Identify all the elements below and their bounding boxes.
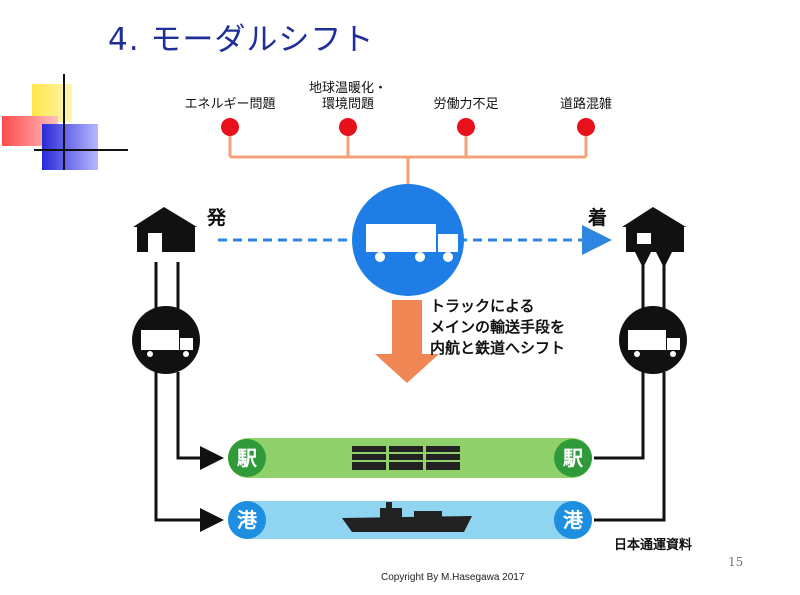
page-number: 15: [728, 555, 744, 569]
rail-station-left-marker: [228, 439, 266, 477]
arrival-warehouse-icon: [622, 207, 686, 252]
shift-text-line: メインの輸送手段を: [430, 318, 566, 336]
port-right-label: 港: [563, 508, 583, 532]
issue-connectors: [228, 128, 588, 190]
rail-station-left-label: 駅: [237, 446, 257, 470]
modal-shift-description: トラックによる メインの輸送手段を 内航と鉄道へシフト: [430, 296, 565, 359]
port-left-label: 港: [237, 508, 257, 532]
rail-station-right-marker: [554, 439, 592, 477]
issue-dots: [221, 118, 595, 136]
issue-label-road-congestion: 道路混雑: [559, 97, 612, 112]
port-right-marker: [554, 501, 592, 539]
ship-icon: [342, 502, 472, 532]
shift-text-line: 内航と鉄道へシフト: [430, 339, 566, 357]
left-truck-circle: [132, 262, 200, 374]
train-icon: [352, 446, 460, 470]
copyright-notice: Copyright By M.Hasegawa 2017: [381, 572, 525, 583]
issue-label-labor-shortage: 労働力不足: [433, 97, 499, 112]
right-truck-circle: [619, 244, 687, 374]
corner-decoration: [2, 74, 128, 170]
source-credit: 日本通運資料: [614, 538, 693, 553]
issue-label-global-warming: 地球温暖化・ 環境問題: [308, 81, 387, 112]
shift-text-line: トラックによる: [430, 297, 535, 315]
issue-label-energy: エネルギー問題: [184, 97, 276, 112]
rail-station-right-label: 駅: [563, 446, 583, 470]
port-left-marker: [228, 501, 266, 539]
departure-label: 発: [207, 207, 227, 229]
truck-icon: [366, 224, 458, 262]
arrival-label: 着: [588, 207, 608, 229]
page-title: 4. モーダルシフト: [108, 22, 375, 58]
shift-arrow: [375, 300, 439, 383]
departure-warehouse-icon: [133, 207, 197, 252]
